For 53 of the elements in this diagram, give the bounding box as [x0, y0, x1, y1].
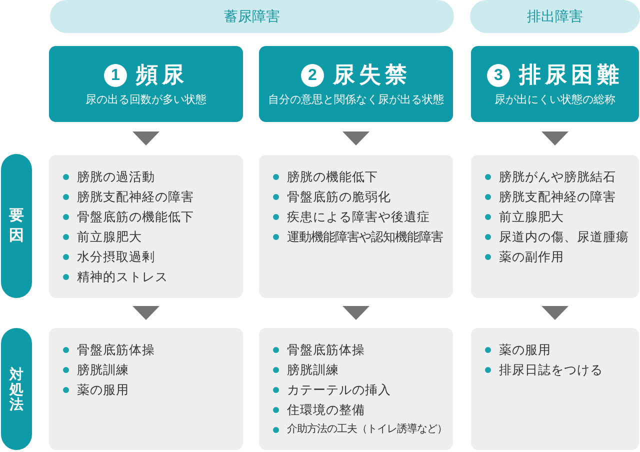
- list-item: 骨盤底筋体操: [77, 342, 155, 358]
- row-label: 対処法: [1, 328, 32, 450]
- row-label: 要因: [1, 154, 32, 298]
- list-item: 排尿日誌をつける: [499, 362, 603, 378]
- list-item: 住環境の整備: [287, 402, 365, 418]
- list-panel: [259, 328, 453, 450]
- list-item: 膀胱支配神経の障害: [77, 189, 194, 205]
- list-item: 骨盤底筋の機能低下: [77, 209, 194, 225]
- list-item: 膀胱がんや膀胱結石: [499, 169, 616, 185]
- arrow: [542, 306, 568, 320]
- list-panel: [49, 155, 243, 298]
- list-item: 運動機能障害や認知機能障害: [287, 229, 443, 245]
- list-item: 精神的ストレス: [77, 269, 168, 285]
- category-band: 排出障害: [470, 0, 640, 33]
- card-subtitle: 自分の意思と関係なく尿が出る状態: [268, 93, 444, 107]
- list-item: 骨盤底筋の脆弱化: [287, 189, 391, 205]
- arrow: [132, 306, 160, 320]
- category-band: 蓄尿障害: [50, 0, 454, 33]
- list-item: 介助方法の工夫（トイレ誘導など）: [287, 422, 447, 437]
- step-number: 1: [104, 64, 127, 86]
- arrow: [342, 132, 370, 146]
- list-item: 膀胱の機能低下: [287, 169, 378, 185]
- card-title: 頻尿: [136, 61, 188, 89]
- list-panel: [49, 328, 243, 450]
- list-item: 膀胱訓練: [77, 362, 129, 378]
- list-item: 薬の服用: [499, 342, 551, 358]
- list-panel: [259, 155, 453, 298]
- card-subtitle: 尿の出る回数が多い状態: [86, 93, 206, 107]
- list-item: 水分摂取過剰: [77, 249, 155, 265]
- card-title: 尿失禁: [333, 61, 411, 89]
- card-title: 排尿困難: [519, 61, 623, 89]
- list-item: 前立腺肥大: [77, 229, 142, 245]
- symptom-card: [49, 46, 243, 122]
- list-item: 薬の副作用: [499, 249, 564, 265]
- arrow: [342, 306, 370, 320]
- list-item: 前立腺肥大: [499, 209, 564, 225]
- symptom-card: [471, 46, 639, 122]
- list-item: 膀胱支配神経の障害: [499, 189, 616, 205]
- list-panel: [471, 155, 639, 298]
- list-item: カテーテルの挿入: [287, 382, 391, 398]
- list-item: 骨盤底筋体操: [287, 342, 365, 358]
- step-number: 3: [487, 64, 510, 86]
- arrow: [132, 132, 160, 146]
- symptom-card: [259, 46, 453, 122]
- list-item: 薬の服用: [77, 382, 129, 398]
- list-item: 疾患による障害や後遺症: [287, 209, 430, 225]
- step-number: 2: [301, 64, 324, 86]
- list-panel: [471, 328, 639, 450]
- card-subtitle: 尿が出にくい状態の総称: [494, 93, 616, 107]
- list-item: 膀胱訓練: [287, 362, 339, 378]
- list-item: 膀胱の過活動: [77, 169, 155, 185]
- list-item: 尿道内の傷、尿道腫瘍: [499, 229, 629, 245]
- arrow: [542, 132, 568, 146]
